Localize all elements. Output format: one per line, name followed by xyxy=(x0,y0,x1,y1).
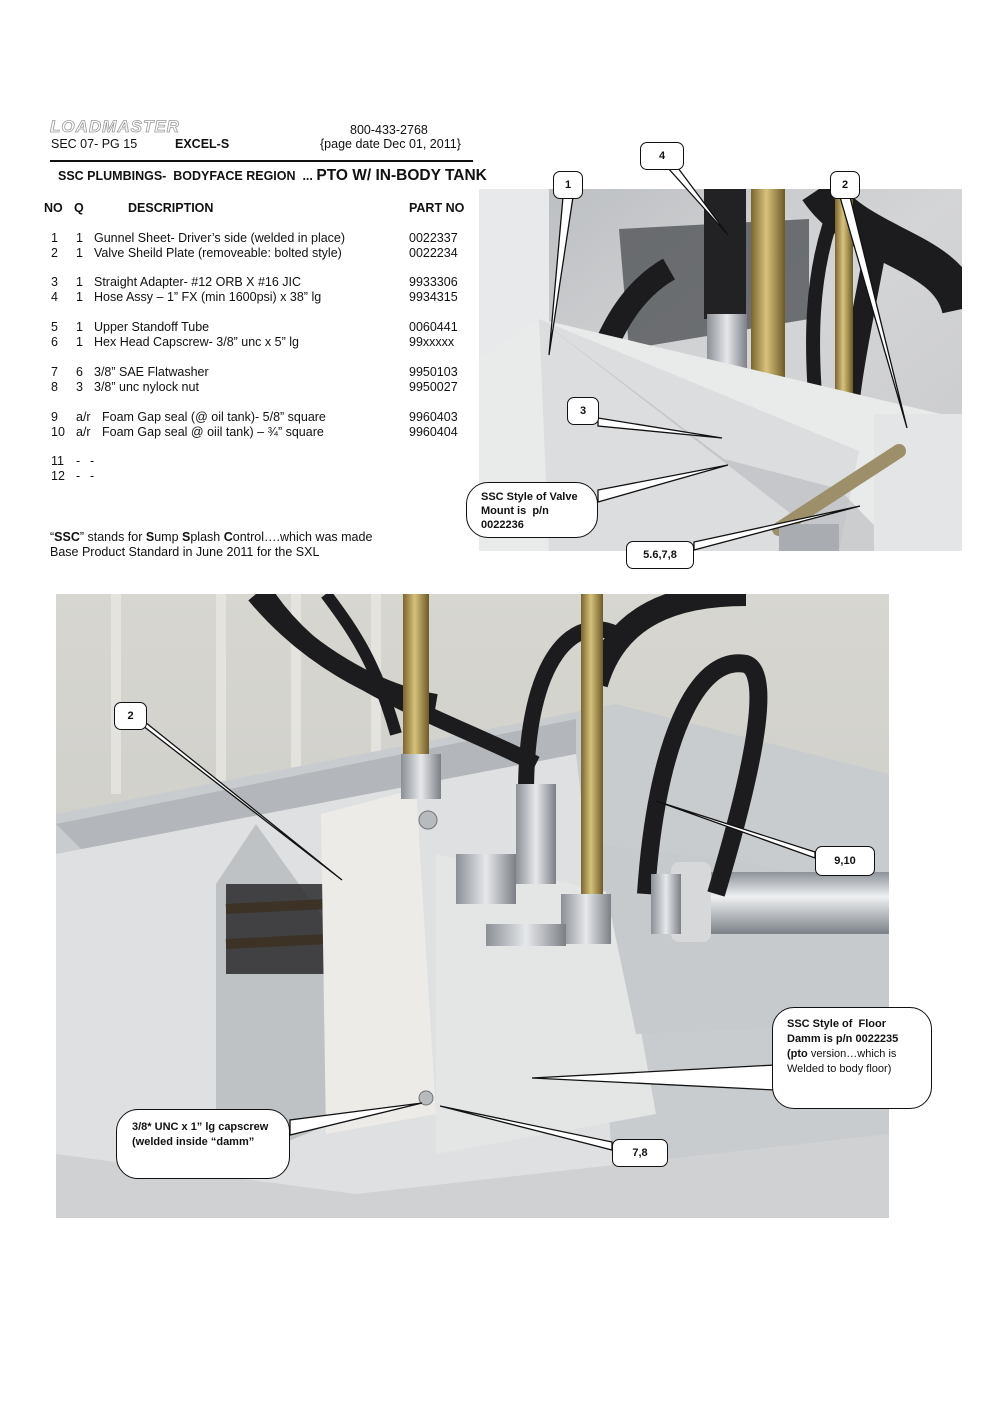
page-date: {page date Dec 01, 2011} xyxy=(320,137,461,151)
page-title-prefix: SSC PLUMBINGS- BODYFACE REGION ... xyxy=(58,169,317,183)
callout-valve-mount: SSC Style of Valve Mount is p/n 0022236 xyxy=(466,482,598,538)
row-qty: - xyxy=(76,469,81,483)
row-qty: 6 xyxy=(76,365,83,379)
row-description: Hose Assy – 1” FX (min 1600psi) x 38” lg xyxy=(94,290,322,304)
row-part-no: 9950027 xyxy=(409,380,458,394)
note-text: plash xyxy=(190,530,224,544)
row-description: - xyxy=(90,469,95,483)
page-title: SSC PLUMBINGS- BODYFACE REGION ... PTO W… xyxy=(58,167,487,185)
row-no: 8 xyxy=(51,380,58,394)
row-qty: 1 xyxy=(76,335,83,349)
page-title-main: PTO W/ IN-BODY TANK xyxy=(316,167,487,184)
row-no: 7 xyxy=(51,365,58,379)
ssc-definition-note: “SSC” stands for Sump Splash Control….wh… xyxy=(50,530,372,560)
note-line-2: Base Product Standard in June 2011 for t… xyxy=(50,545,320,559)
row-part-no: 0060441 xyxy=(409,320,458,334)
callout-text: SSC Style of Floor xyxy=(787,1018,887,1030)
note-c: C xyxy=(223,530,233,544)
callout-text: (welded inside “damm” xyxy=(132,1136,255,1148)
row-description: Foam Gap seal (@ oil tank)- 5/8” square xyxy=(102,410,326,424)
row-no: 2 xyxy=(51,246,58,260)
row-no: 11 xyxy=(51,454,64,468)
row-description: Straight Adapter- #12 ORB X #16 JIC xyxy=(94,275,302,289)
model-label: EXCEL-S xyxy=(175,137,230,151)
row-qty: a/r xyxy=(76,410,91,424)
row-qty: 1 xyxy=(76,290,83,304)
row-no: 5 xyxy=(51,320,58,334)
callout-capscrew: 3/8* UNC x 1” lg capscrew (welded inside… xyxy=(116,1109,290,1179)
row-description: - xyxy=(90,454,95,468)
callout-floor-damm: SSC Style of Floor Damm is p/n 0022235 (… xyxy=(772,1007,932,1109)
note-text: ump xyxy=(154,530,183,544)
callout-text-normal: version…which is xyxy=(807,1048,897,1060)
row-part-no: 0022337 xyxy=(409,231,458,245)
header-divider xyxy=(50,160,473,162)
section-page-label: SEC 07- PG 15 xyxy=(51,137,138,151)
callout-text: Welded to body floor) xyxy=(787,1063,892,1075)
row-part-no: 9960404 xyxy=(409,425,458,439)
row-description: Upper Standoff Tube xyxy=(94,320,210,334)
row-description: Hex Head Capscrew- 3/8” unc x 5” lg xyxy=(94,335,299,349)
callout-items-5-6-7-8: 5.6,7,8 xyxy=(626,541,694,569)
note-text: ” stands for xyxy=(79,530,146,544)
row-qty: 1 xyxy=(76,246,83,260)
row-part-no: 99xxxxx xyxy=(409,335,455,349)
row-part-no: 9933306 xyxy=(409,275,458,289)
row-qty: - xyxy=(76,454,81,468)
callout-text: 0022236 xyxy=(481,519,524,531)
callout-text: 3/8* UNC x 1” lg capscrew xyxy=(132,1121,269,1133)
row-description: Gunnel Sheet- Driver’s side (welded in p… xyxy=(94,231,346,245)
row-qty: 1 xyxy=(76,231,83,245)
loadmaster-logo: LOADMASTER xyxy=(50,117,180,137)
row-part-no: 9950103 xyxy=(409,365,458,379)
row-qty: 1 xyxy=(76,275,83,289)
callout-text: (pto version…which is xyxy=(787,1047,898,1062)
callout-text-bold: (pto xyxy=(787,1048,808,1060)
note-s: S xyxy=(145,530,155,544)
row-description: 3/8” SAE Flatwasher xyxy=(94,365,209,379)
note-text: ontrol….which was made xyxy=(232,530,373,544)
callout-item-3: 3 xyxy=(567,397,599,425)
callout-items-9-10: 9,10 xyxy=(815,846,875,876)
callout-text: Mount is p/n xyxy=(481,505,549,517)
row-part-no: 9934315 xyxy=(409,290,458,304)
callout-item-4: 4 xyxy=(640,142,684,170)
row-no: 4 xyxy=(51,290,58,304)
row-no: 12 xyxy=(51,469,65,483)
note-ssc: SSC xyxy=(54,530,80,544)
row-description: Foam Gap seal @ oiil tank) – ¾” square xyxy=(102,425,324,439)
callout-items-7-8: 7,8 xyxy=(612,1139,668,1167)
row-qty: 3 xyxy=(76,380,83,394)
column-header-part-no: PART NO xyxy=(409,201,465,215)
row-part-no: 9960403 xyxy=(409,410,458,424)
phone-number: 800-433-2768 xyxy=(350,123,428,137)
row-no: 9 xyxy=(51,410,58,424)
column-header-qty: Q xyxy=(74,201,84,215)
row-qty: 1 xyxy=(76,320,83,334)
note-line-1: “SSC” stands for Sump Splash Control….wh… xyxy=(50,530,372,545)
row-description: 3/8” unc nylock nut xyxy=(94,380,199,394)
row-no: 3 xyxy=(51,275,58,289)
callout-text: Damm is p/n 0022235 xyxy=(787,1033,899,1045)
callout-item-2: 2 xyxy=(830,171,860,199)
note-s: S xyxy=(182,530,191,544)
row-description: Valve Sheild Plate (removeable: bolted s… xyxy=(94,246,342,260)
column-header-no: NO xyxy=(44,201,63,215)
row-no: 1 xyxy=(51,231,58,245)
callout-item-2-bottom: 2 xyxy=(114,702,147,730)
column-header-description: DESCRIPTION xyxy=(128,201,214,215)
row-no: 10 xyxy=(51,425,65,439)
callout-text: SSC Style of Valve xyxy=(481,491,578,503)
note-quote: “ xyxy=(50,530,55,544)
row-part-no: 0022234 xyxy=(409,246,458,260)
row-no: 6 xyxy=(51,335,58,349)
callout-item-1: 1 xyxy=(553,171,583,199)
row-qty: a/r xyxy=(76,425,91,439)
